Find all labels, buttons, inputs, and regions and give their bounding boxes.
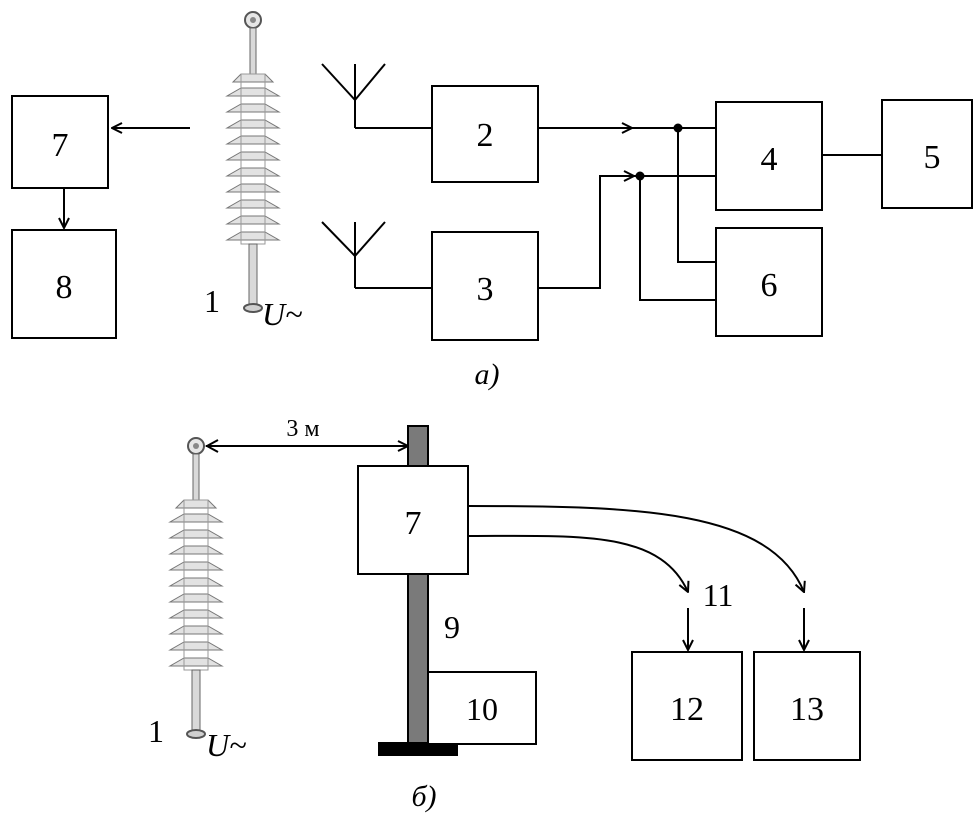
pole-base — [378, 742, 458, 756]
block-8-label: 8 — [56, 269, 73, 306]
block-10 — [427, 671, 537, 745]
block-5-label: 5 — [924, 139, 941, 176]
insulator-a-number: 1 — [204, 283, 220, 319]
cable-7-to-12 — [467, 534, 688, 592]
block-3 — [431, 231, 539, 341]
block-7-b-label: 7 — [405, 505, 422, 542]
block-2 — [431, 85, 539, 183]
block-4 — [715, 101, 823, 211]
block-10-label: 10 — [466, 691, 498, 727]
block-6-label: 6 — [761, 267, 778, 304]
antenna-bottom-icon — [321, 221, 432, 289]
voltage-a-label: U~ — [262, 296, 302, 332]
wire-3-riser — [538, 175, 632, 289]
diagram-b: 1 U~ 3 м 9 7 10 11 12 13 б) — [148, 416, 861, 813]
distance-arrowhead-left — [204, 439, 219, 453]
block-7-a — [11, 95, 109, 189]
distance-label: 3 м — [286, 416, 319, 442]
pole-label: 9 — [444, 609, 460, 645]
wire-node-to-6-upper — [677, 128, 716, 263]
block-13-label: 13 — [790, 691, 824, 728]
caption-a: а) — [475, 358, 500, 391]
block-13 — [753, 651, 861, 761]
block-4-label: 4 — [761, 141, 778, 178]
block-8 — [11, 229, 117, 339]
block-12 — [631, 651, 743, 761]
block-3-label: 3 — [477, 271, 494, 308]
wire-node-to-6-lower — [639, 176, 716, 301]
insulator-b-number: 1 — [148, 713, 164, 749]
antenna-top-icon — [321, 63, 432, 129]
block-7-a-label: 7 — [52, 127, 69, 164]
voltage-b-label: U~ — [206, 727, 246, 763]
block-2-label: 2 — [477, 117, 494, 154]
cable-7-to-13 — [467, 505, 804, 592]
insulator-a-icon — [226, 11, 280, 313]
block-5 — [881, 99, 973, 209]
block-12-label: 12 — [670, 691, 704, 728]
block-6 — [715, 227, 823, 337]
insulator-b-icon — [169, 437, 223, 739]
cable-label: 11 — [703, 577, 734, 613]
diagram-a: 7 8 1 U~ 2 3 — [11, 11, 973, 391]
block-7-b — [357, 465, 469, 575]
caption-b: б) — [411, 780, 436, 813]
